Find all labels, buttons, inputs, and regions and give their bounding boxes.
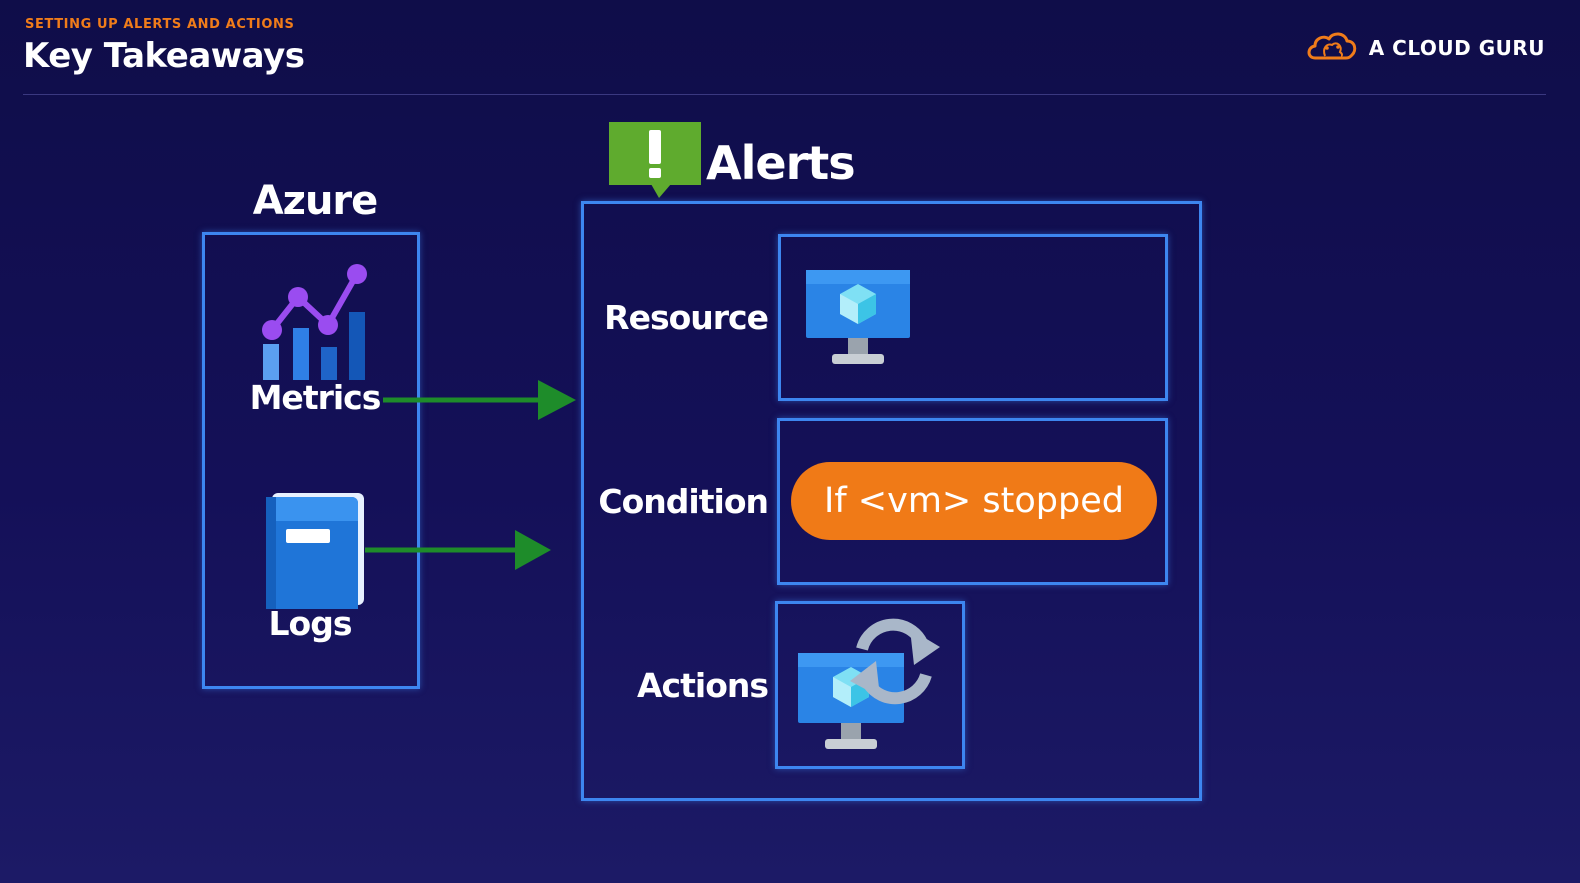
resource-label: Resource [604, 298, 769, 337]
vm-restart-icon [796, 615, 946, 760]
metrics-chart-icon [258, 262, 373, 387]
logs-book-icon [264, 491, 366, 616]
azure-title: Azure [252, 178, 379, 224]
alerts-box [581, 201, 1202, 801]
page-title: Key Takeaways [23, 36, 305, 76]
metrics-to-alerts-arrow [383, 378, 578, 429]
header-divider [23, 94, 1546, 95]
condition-box [777, 418, 1168, 585]
cloud-logo-icon [1305, 28, 1359, 67]
logs-label: Logs [268, 604, 353, 643]
alerts-title: Alerts [706, 136, 856, 190]
resource-box [778, 234, 1168, 401]
actions-box [775, 601, 965, 769]
brand-logo: A CLOUD GURU [1305, 28, 1545, 67]
vm-monitor-icon [804, 268, 912, 373]
metrics-label: Metrics [249, 378, 382, 417]
alert-exclamation-icon [607, 120, 703, 205]
section-eyebrow: SETTING UP ALERTS AND ACTIONS [25, 17, 295, 32]
actions-label: Actions [637, 666, 769, 705]
condition-label: Condition [598, 482, 769, 521]
logo-text: A CLOUD GURU [1368, 35, 1545, 60]
logs-to-alerts-arrow [365, 529, 555, 580]
azure-box [202, 232, 420, 689]
condition-pill: If <vm> stopped [791, 462, 1157, 540]
